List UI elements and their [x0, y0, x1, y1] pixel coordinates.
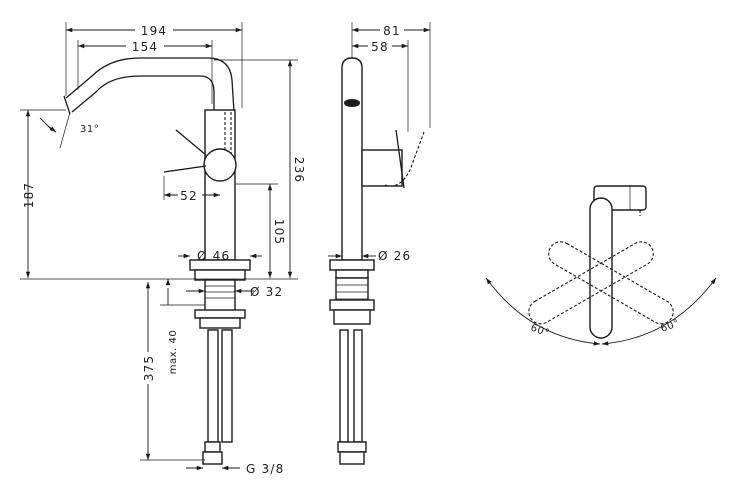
- side-aerator: [344, 99, 360, 107]
- dim-body-diameter: Ø 46: [197, 249, 230, 263]
- dim-max-thickness: max. 40: [168, 330, 179, 374]
- side-spout: [341, 57, 363, 261]
- front-lever-hub: [203, 148, 237, 182]
- spout-tip: [63, 95, 71, 115]
- dim-hose-length: 375: [142, 355, 156, 382]
- dim-height-lever: 105: [272, 219, 286, 246]
- dim-height-spout: 187: [22, 182, 36, 209]
- dim-shank-diameter: Ø 32: [250, 285, 283, 299]
- side-lever-hub: [361, 149, 403, 187]
- angle-arc-right: [601, 277, 717, 346]
- dim-lever-offset: 52: [180, 189, 198, 203]
- dim-lever-depth: 58: [371, 40, 389, 54]
- dim-spout-diameter: Ø 26: [378, 249, 411, 263]
- front-view: [63, 57, 251, 465]
- front-spout: [65, 57, 235, 113]
- front-body: [204, 109, 236, 261]
- dim-spout-reach: 154: [132, 40, 159, 54]
- side-hose: [339, 329, 349, 443]
- dim-height-total: 236: [292, 157, 306, 184]
- dim-total-reach: 194: [141, 24, 168, 38]
- angle-right-label: 60°: [659, 318, 681, 335]
- dim-total-depth: 81: [383, 24, 401, 38]
- side-view: [329, 57, 425, 465]
- dim-thread: G 3/8: [246, 462, 284, 476]
- front-hose: [207, 329, 219, 443]
- dim-spout-angle: 31°: [80, 124, 99, 135]
- front-dimensions: 194 154 31° 187 236 105 52 Ø 46: [20, 22, 306, 476]
- side-dimensions: 81 58 Ø 26: [328, 22, 431, 263]
- top-view: 60° 60°: [485, 185, 717, 346]
- angle-left-label: 60°: [529, 322, 551, 339]
- angle-arc-left: [485, 277, 601, 346]
